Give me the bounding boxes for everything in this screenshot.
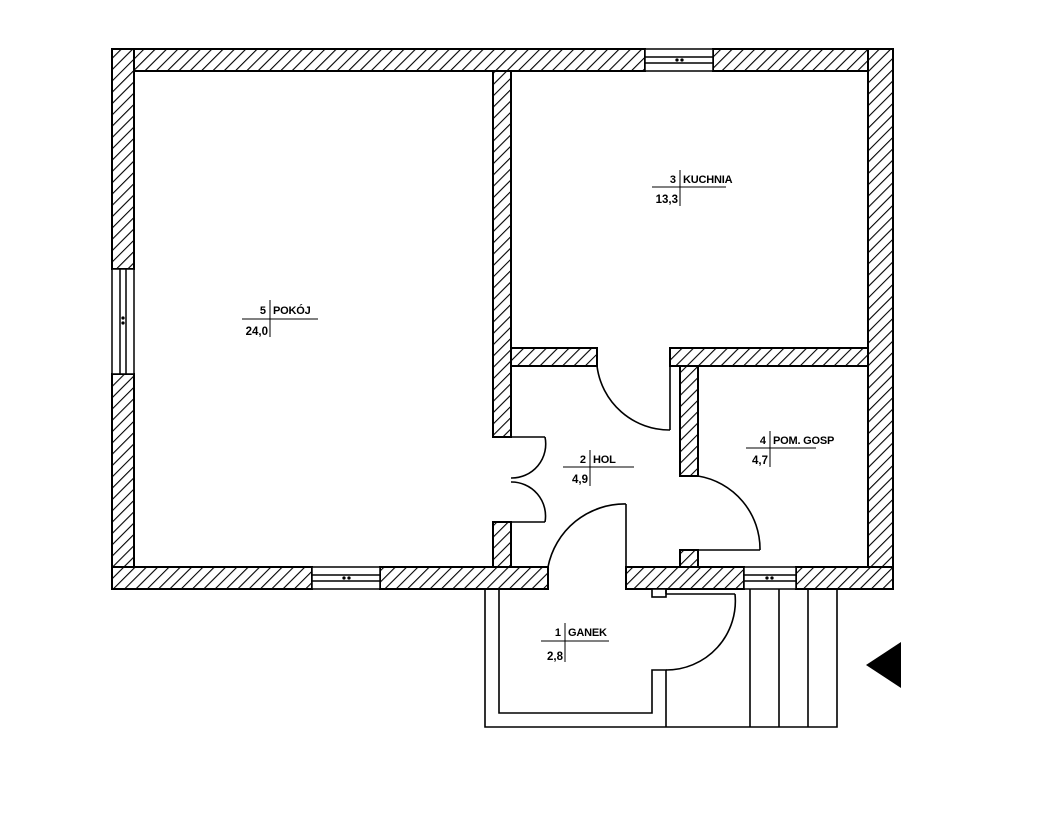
window-left bbox=[111, 268, 135, 375]
room-area: 2,8 bbox=[547, 651, 564, 663]
window-bottom-utility bbox=[743, 566, 797, 590]
room-number: 2 bbox=[580, 454, 586, 466]
wall-right bbox=[867, 48, 894, 590]
room-name: KUCHNIA bbox=[683, 174, 733, 186]
wall-left-lower bbox=[111, 373, 135, 590]
room-area: 4,7 bbox=[752, 455, 768, 467]
room-name: POM. GOSP bbox=[773, 435, 834, 447]
wall-top-left bbox=[111, 48, 646, 72]
wall-partition-lower bbox=[492, 521, 512, 568]
room-name: POKÓJ bbox=[273, 304, 311, 317]
entrance-arrow-icon bbox=[866, 642, 901, 688]
room-label-kuchnia: 3 KUCHNIA 13,3 bbox=[652, 170, 733, 206]
room-label-hol: 2 HOL 4,9 bbox=[563, 450, 634, 486]
wall-utility-left bbox=[679, 365, 699, 477]
wall-bottom-3 bbox=[625, 566, 745, 590]
room-label-pom-gosp: 4 POM. GOSP 4,7 bbox=[746, 431, 834, 467]
interior-walls bbox=[492, 70, 869, 568]
room-number: 4 bbox=[760, 435, 767, 447]
room-name: HOL bbox=[593, 454, 616, 466]
window-top bbox=[644, 48, 714, 72]
exterior-walls bbox=[111, 48, 894, 590]
wall-bottom-1 bbox=[111, 566, 313, 590]
wall-utility-stub bbox=[679, 549, 699, 568]
room-number: 5 bbox=[260, 305, 266, 317]
wall-bottom-4 bbox=[795, 566, 894, 590]
door-hall-porch bbox=[547, 503, 627, 568]
room-label-ganek: 1 GANEK 2,8 bbox=[541, 623, 609, 663]
wall-left-upper bbox=[111, 48, 135, 270]
window-bottom-room bbox=[311, 566, 381, 590]
door-utility bbox=[697, 475, 761, 551]
wall-bottom-2 bbox=[379, 566, 549, 590]
porch-post bbox=[651, 588, 667, 598]
wall-kitchen-bottom-left bbox=[510, 347, 598, 367]
door-room-double bbox=[510, 436, 547, 523]
room-area: 24,0 bbox=[246, 326, 268, 338]
door-kitchen bbox=[596, 365, 671, 431]
room-area: 13,3 bbox=[656, 194, 678, 206]
room-number: 3 bbox=[670, 174, 676, 186]
windows bbox=[111, 48, 797, 590]
wall-partition-upper bbox=[492, 70, 512, 438]
room-area: 4,9 bbox=[572, 474, 588, 486]
porch-outer bbox=[484, 589, 838, 728]
doors bbox=[510, 365, 761, 671]
porch bbox=[484, 588, 838, 728]
wall-kitchen-bottom-right bbox=[669, 347, 869, 367]
room-number: 1 bbox=[555, 627, 561, 639]
porch-inner bbox=[498, 589, 667, 727]
wall-top-right bbox=[712, 48, 894, 72]
room-name: GANEK bbox=[568, 627, 607, 639]
room-label-pokoj: 5 POKÓJ 24,0 bbox=[242, 300, 318, 338]
door-entrance bbox=[665, 593, 737, 671]
